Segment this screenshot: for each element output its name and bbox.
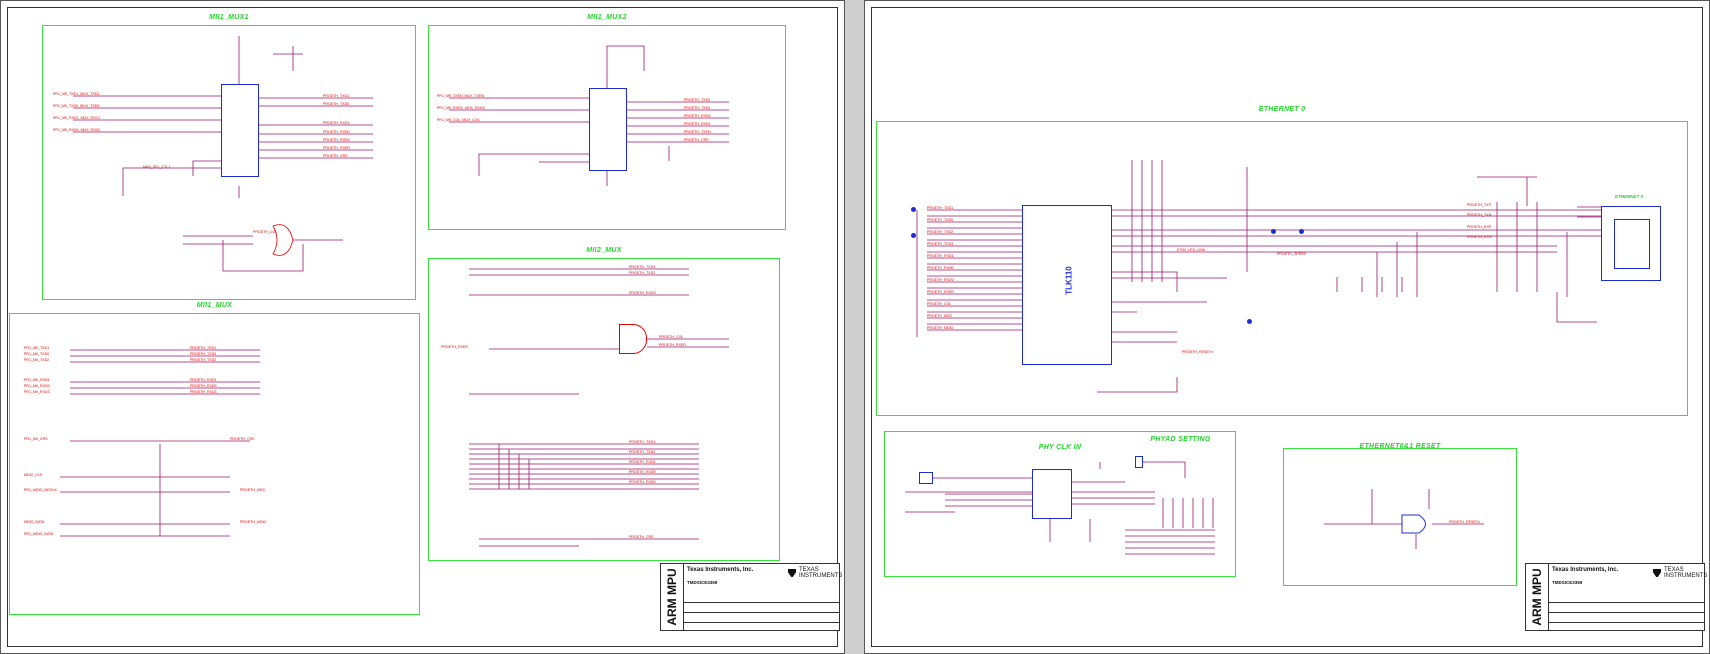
block-ethernet0-1-reset: ETHERNET0&1 RESET PRGETH_RESETn	[1283, 443, 1517, 586]
title-block-side-text: ARM MPU	[1530, 568, 1544, 626]
wiring	[905, 462, 1155, 542]
test-point	[911, 233, 916, 238]
block-phyad-setting: PHYAD SETTING	[1125, 436, 1236, 578]
schematic-sheet-1: MII1_MUX1 PR1_MII_TXD1_MUX_TXD1 PR1_MII_…	[0, 0, 845, 654]
sheet-border	[7, 7, 838, 647]
sheet-border	[871, 7, 1703, 647]
block-title: MII1_MUX1	[209, 14, 249, 21]
company-name: Texas Instruments, Inc.	[1552, 567, 1619, 573]
wiring	[1125, 461, 1215, 555]
wiring	[916, 160, 1601, 393]
mux-chip	[221, 84, 259, 177]
part-number: TMDSICE3359	[1552, 580, 1583, 585]
part-number: TMDSICE3359	[687, 580, 718, 585]
block-title: MII1_MUX2	[587, 14, 627, 21]
test-point	[911, 207, 916, 212]
block-mii1-mux2: MII1_MUX2 PR1_MII_TXEN_MUX_TXEN PR1_MII_…	[428, 14, 786, 230]
clock-buffer-chip	[1032, 469, 1072, 519]
block-title: MII1_MUX	[196, 302, 233, 309]
ti-logo-icon	[1653, 569, 1661, 577]
block-ethernet0: ETHERNET 0 TLK110 ETHERNET 0	[876, 106, 1688, 416]
gate-symbol	[619, 324, 647, 354]
ti-logo: TEXAS INSTRUMENTS	[1653, 567, 1707, 579]
wiring	[1324, 489, 1484, 549]
rj45-connector	[1601, 206, 1661, 281]
crystal	[919, 472, 933, 484]
tlk110-chip: TLK110	[1022, 205, 1112, 365]
header-jumper	[1135, 456, 1143, 468]
schematic-sheet-2: ETHERNET 0 TLK110 ETHERNET 0	[864, 0, 1710, 654]
test-point	[1247, 319, 1252, 324]
block-mii1-mux1: MII1_MUX1 PR1_MII_TXD1_MUX_TXD1 PR1_MII_…	[42, 14, 416, 300]
title-block-side-text: ARM MPU	[665, 568, 679, 626]
block-title: PHY CLK IN	[1038, 444, 1082, 451]
block-title: ETHERNET0&1 RESET	[1359, 443, 1441, 450]
mux-chip	[589, 88, 627, 171]
block-phy-clk-in: PHY CLK IN	[884, 431, 1236, 577]
wiring	[60, 349, 260, 537]
connector-label: ETHERNET 0	[1615, 194, 1644, 199]
test-point	[1271, 229, 1276, 234]
title-block: ARM MPU Texas Instruments, Inc. TEXAS IN…	[1525, 563, 1707, 631]
ti-logo: TEXAS INSTRUMENTS	[788, 567, 842, 579]
block-title: PHYAD SETTING	[1150, 436, 1211, 443]
wiring	[73, 36, 373, 272]
company-name: Texas Instruments, Inc.	[687, 567, 754, 573]
block-mii2-mux: MII2_MUX PRGETH_TXD3 PRGETH_TXD2 PRGETH_…	[428, 247, 780, 561]
block-title: MII2_MUX	[586, 247, 622, 254]
block-title: ETHERNET 0	[1258, 106, 1306, 113]
title-block: ARM MPU Texas Instruments, Inc. TEXAS IN…	[660, 563, 842, 631]
test-point	[1299, 229, 1304, 234]
wiring	[449, 45, 729, 186]
block-mii1-mux: MII1_MUX PR1_MII_TXD1 PR1_MII_TXD0 PR1_M…	[9, 302, 420, 615]
wiring	[469, 268, 729, 547]
ti-logo-icon	[788, 569, 796, 577]
